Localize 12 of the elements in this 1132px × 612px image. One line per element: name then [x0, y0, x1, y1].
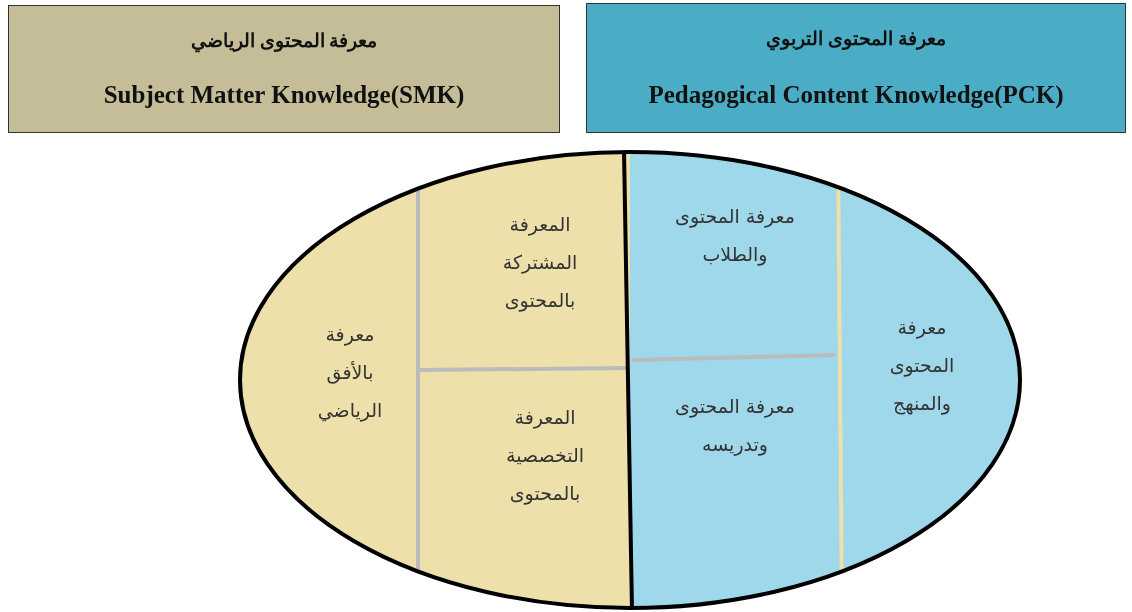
region-label: معرفة المحتوى وتدريسه [650, 387, 820, 463]
english-heading: Pedagogical Content Knowledge(PCK) [648, 80, 1064, 109]
arabic-heading: معرفة المحتوى الرياضي [190, 28, 378, 52]
english-heading: Subject Matter Knowledge(SMK) [103, 81, 465, 110]
region-label: معرفة المحتوى والطلاب [650, 197, 820, 273]
arabic-heading: معرفة المحتوى التربوي [766, 27, 946, 51]
region-label: معرفة المحتوى والمنهج [872, 308, 972, 422]
region-label: معرفة بالأفق الرياضي [300, 315, 400, 429]
region-label: المعرفة المشتركة بالمحتوى [485, 205, 595, 319]
heading-box [8, 5, 560, 133]
heading-box [586, 3, 1126, 133]
region-label: المعرفة التخصصية بالمحتوى [480, 398, 610, 512]
